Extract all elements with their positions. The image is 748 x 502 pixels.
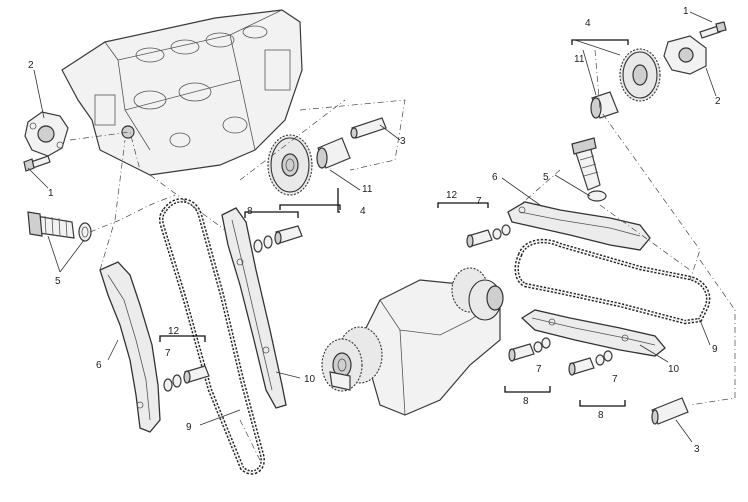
callout-1-top-right: 1 (683, 6, 689, 17)
callout-7-right: 7 (476, 196, 482, 207)
callout-9-right: 9 (712, 344, 718, 355)
chain-guide-center (221, 207, 287, 409)
callout-5-right: 5 (543, 172, 549, 183)
callout-11-center: 11 (362, 184, 373, 195)
callout-8-center: 8 (247, 206, 253, 217)
bolt-top-right (699, 21, 727, 39)
callout-6-right: 6 (492, 172, 498, 183)
spacer-center (316, 137, 351, 169)
callout-8-bottom-right-a: 8 (523, 396, 529, 407)
guide-pivot-right-lower-b (568, 350, 613, 376)
callout-1-left: 1 (48, 188, 54, 199)
dowel-pin-top-center (350, 117, 387, 139)
callout-11-top-right: 11 (574, 54, 585, 65)
timing-chain-left (158, 198, 265, 475)
callout-9-center: 9 (186, 422, 192, 433)
callout-10-center: 10 (304, 374, 316, 385)
tensioner-cover-top-right (663, 35, 707, 75)
callout-3-top-center: 3 (400, 136, 406, 147)
spacer-top-right (590, 91, 619, 119)
dowel-pin-bottom-right (651, 397, 689, 425)
callout-7-bottom-right-b: 7 (612, 374, 618, 385)
bolt-left (23, 155, 51, 172)
chain-tensioner-left (27, 211, 92, 242)
callout-2-top-right: 2 (715, 96, 721, 107)
cylinder-head (61, 9, 303, 176)
callout-12-right: 12 (446, 190, 458, 201)
chain-guide-left (99, 261, 161, 433)
callout-2-left: 2 (28, 60, 34, 71)
alignment-lines (69, 49, 736, 461)
guide-pivot-right-upper (466, 224, 511, 248)
camshaft-gear-center (267, 134, 313, 196)
tensioner-cover-left (24, 111, 69, 157)
chain-guide-right-upper (507, 201, 651, 251)
callout-10-right: 10 (668, 364, 680, 375)
callout-8-bottom-right-b: 8 (598, 410, 604, 421)
leader-lines (27, 11, 717, 443)
callout-12-left: 12 (168, 326, 180, 337)
timing-chain-right (514, 238, 711, 325)
callout-4-center: 4 (360, 206, 366, 217)
chain-guide-right-lower (520, 309, 666, 357)
guide-pivot-left (163, 365, 210, 392)
camshaft-gear-top-right (619, 48, 661, 102)
callout-6-left: 6 (96, 360, 102, 371)
callout-labels: 1 2 4 11 2 1 5 6 12 7 3 11 4 8 10 9 12 7… (28, 6, 721, 455)
callout-5-left: 5 (55, 276, 61, 287)
guide-pivot-center (253, 225, 303, 253)
callout-7-bottom-right-a: 7 (536, 364, 542, 375)
callout-3-bottom-right: 3 (694, 444, 700, 455)
callout-4-top-right: 4 (585, 18, 591, 29)
chain-tensioner-right (571, 137, 607, 202)
guide-pivot-right-lower-a (508, 337, 551, 362)
callout-brackets (159, 39, 629, 407)
callout-7-left: 7 (165, 348, 171, 359)
crankshaft (321, 267, 504, 416)
